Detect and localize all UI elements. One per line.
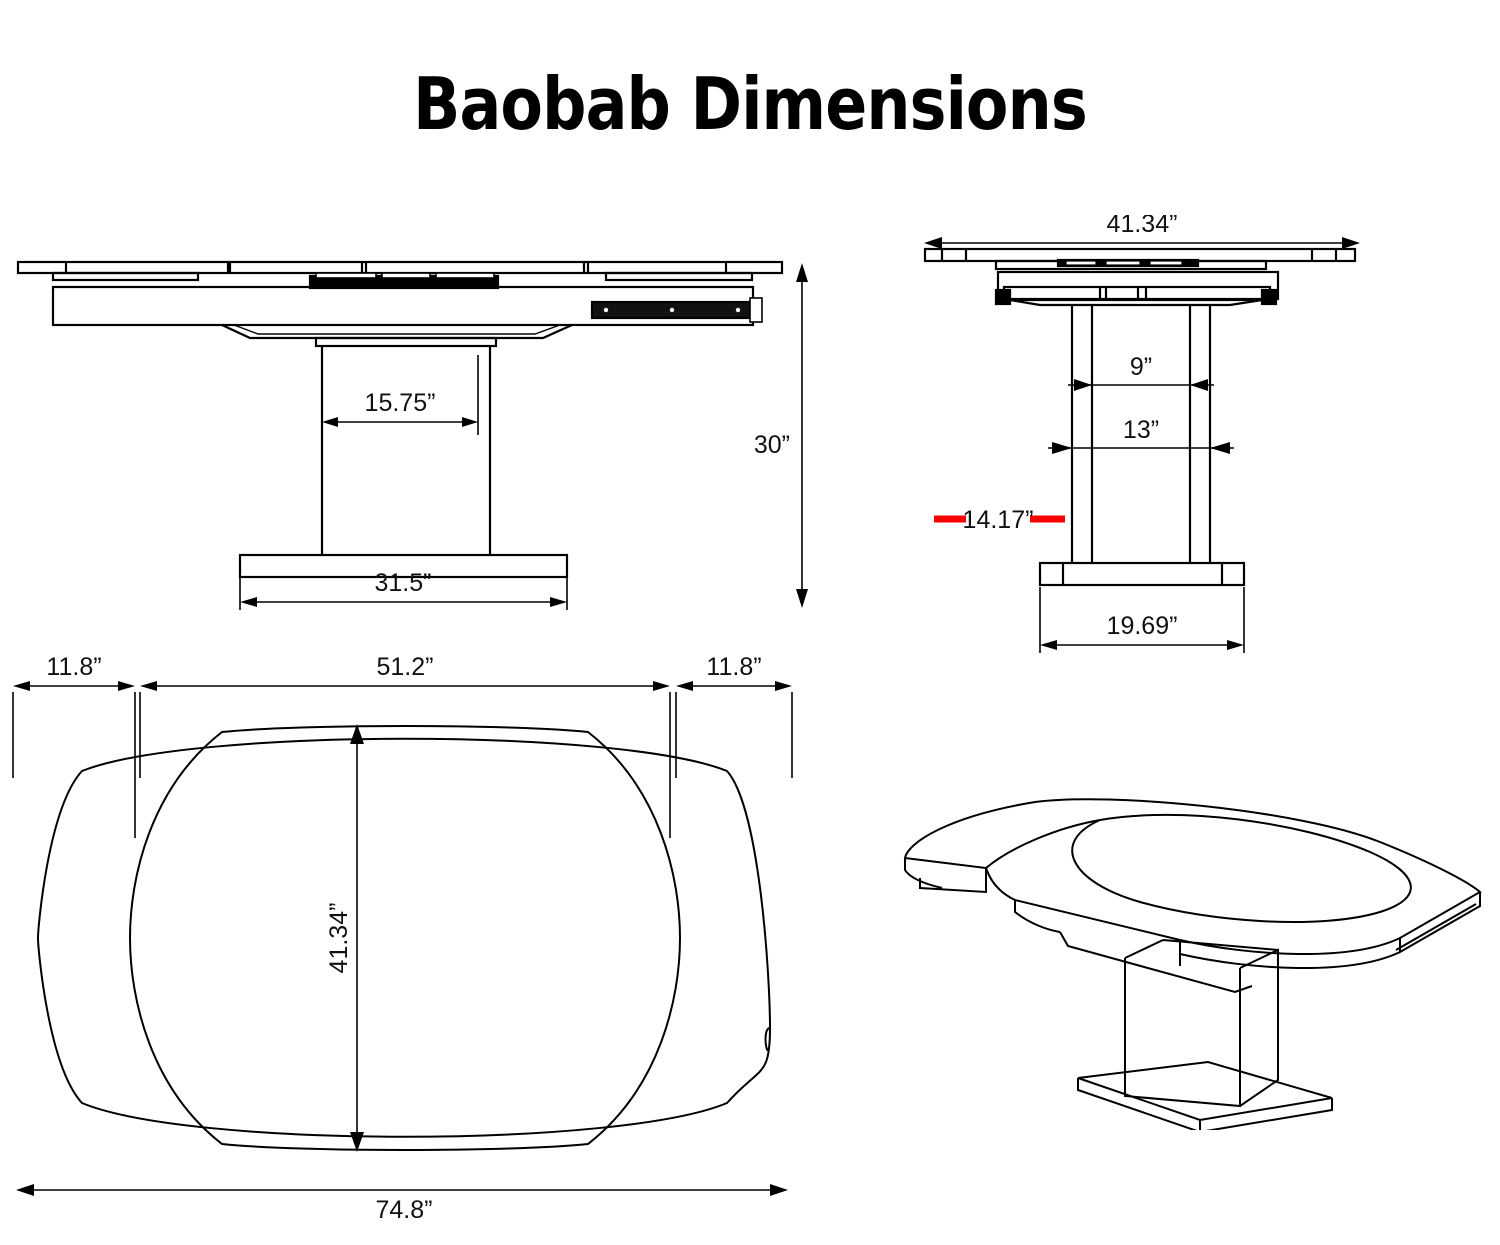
dimension-column-outer-depth-label: 13” [1123,416,1159,444]
dimension-column-outer-depth: 13” [1048,416,1234,454]
dimension-main-top-length-label: 51.2” [377,653,434,681]
dimension-column-inner-depth: 9” [1068,353,1214,391]
dimension-clearance-height-label: 14.17” [963,506,1034,534]
dimension-table-height: 30” [754,263,808,608]
dimension-base-width: 31.5” [239,569,568,610]
dimension-table-height-label: 30” [754,431,790,459]
dimension-chain-top: 11.8” 51.2” 11.8” [12,653,793,838]
right-leaf-underside [1179,951,1401,969]
left-leaf-lip [51,271,200,282]
dimension-base-width-label: 31.5” [375,569,432,597]
side-elevation-view: 41.34” 9” 13” 14.17” [923,215,1360,653]
extended-top-surface [903,798,1482,955]
dimension-base-depth-label: 19.69” [1107,612,1178,640]
base-plate [1038,561,1246,587]
apron-taper [1009,298,1263,307]
dimension-column-inner-depth-label: 9” [1130,353,1152,381]
column-mount-plate [314,336,498,348]
dimension-base-depth: 19.69” [1039,587,1245,653]
top-edge-thickness [904,858,943,889]
dimension-column-width: 15.75” [321,355,479,435]
dimension-leaf-right-label: 11.8” [706,653,761,681]
page-title: Baobab Dimensions [413,62,1088,146]
right-leaf-lip [604,271,754,282]
left-leaf-seam [985,819,1101,869]
base-plate [238,553,569,579]
main-top-surface [1071,813,1412,924]
front-elevation-view: 15.75” 31.5” 30” [16,260,808,610]
pedestal-column [1124,958,1241,1108]
mech-left-block [994,288,1012,306]
dimension-overall-length-label: 74.8” [376,1196,433,1224]
apron-taper [221,323,573,340]
dimension-leaf-left-label: 11.8” [46,653,101,681]
dimension-column-width-label: 15.75” [365,389,436,417]
dimension-top-depth: 41.34” [924,215,1360,249]
perspective-3d-view [903,798,1482,1130]
dimension-top-depth-vertical: 41.34” [325,724,364,1152]
dimension-top-depth-label: 41.34” [1107,215,1178,238]
dimension-top-depth-vertical-label: 41.34” [325,903,353,974]
extended-top-outline [36,737,772,1138]
tabletop-plate [16,260,784,275]
dimension-overall-length: 74.8” [16,1184,788,1224]
dimension-clearance-height: 14.17” [934,506,1065,534]
apron [1059,931,1253,994]
main-top-outline [128,725,682,1151]
mech-right-block [1260,288,1278,306]
plan-top-view: 11.8” 51.2” 11.8” 41.34” 74.8” [12,653,793,1224]
base-plate [1077,1060,1333,1122]
